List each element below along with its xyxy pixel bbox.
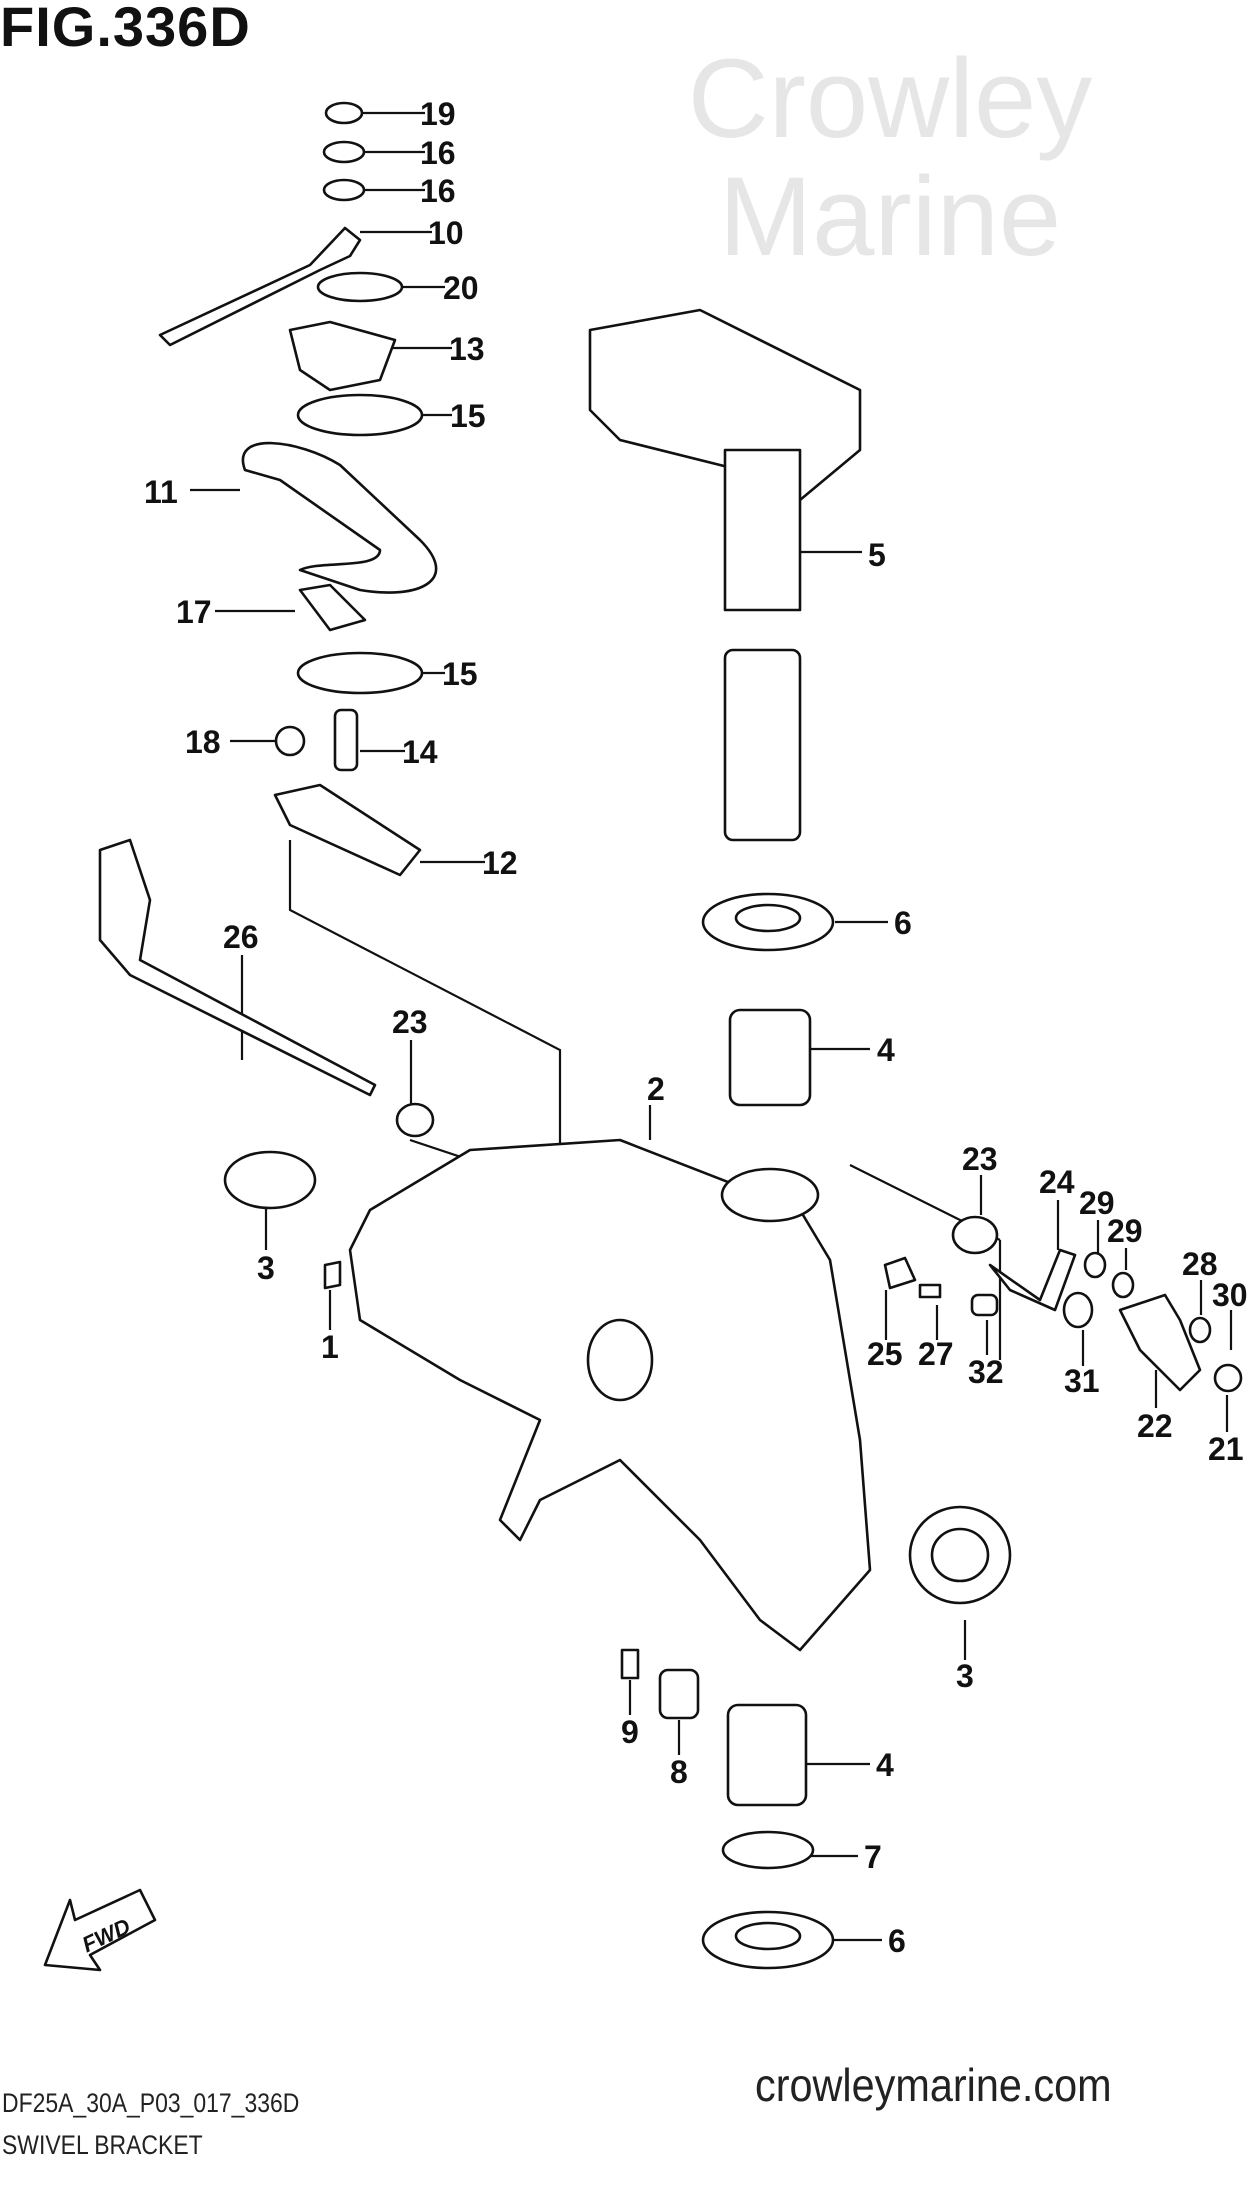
figure-title: FIG.336D (0, 0, 251, 58)
callouts: 19 16 16 10 20 13 15 11 5 17 15 18 14 12… (144, 96, 1248, 1959)
callout: 14 (402, 734, 438, 770)
callout: 4 (876, 1747, 894, 1783)
callout: 17 (176, 594, 212, 630)
callout: 3 (257, 1250, 275, 1286)
callout: 4 (877, 1032, 895, 1068)
callout: 2 (647, 1071, 665, 1107)
website-text: crowleymarine.com (755, 2059, 1112, 2111)
callout: 7 (864, 1839, 882, 1875)
fwd-arrow-icon: FWD (43, 1888, 157, 1972)
callout: 27 (918, 1336, 954, 1372)
callout: 24 (1039, 1164, 1075, 1200)
callout: 10 (428, 215, 464, 251)
diagram-name: SWIVEL BRACKET (2, 2130, 203, 2160)
callout: 20 (443, 270, 479, 306)
callout: 16 (420, 135, 456, 171)
callout: 23 (962, 1141, 998, 1177)
callout: 22 (1137, 1408, 1173, 1444)
callout: 8 (670, 1754, 688, 1790)
callout: 9 (621, 1714, 639, 1750)
callout: 30 (1212, 1277, 1248, 1313)
callout: 13 (449, 331, 485, 367)
callout: 15 (450, 398, 486, 434)
callout: 1 (321, 1329, 339, 1365)
callout: 15 (442, 656, 478, 692)
watermark: Crowley Marine (687, 36, 1093, 279)
callout: 21 (1208, 1431, 1244, 1467)
callout: 31 (1064, 1363, 1100, 1399)
callout: 29 (1079, 1185, 1115, 1221)
callout: 28 (1182, 1246, 1218, 1282)
diagram-code: DF25A_30A_P03_017_336D (2, 2088, 300, 2118)
callout: 6 (888, 1923, 906, 1959)
callout: 18 (185, 724, 221, 760)
callout: 12 (482, 845, 518, 881)
callout: 5 (868, 537, 886, 573)
callout: 29 (1107, 1213, 1143, 1249)
callout: 23 (392, 1004, 428, 1040)
part-shapes (98, 101, 1243, 1970)
callout: 6 (894, 905, 912, 941)
callout: 32 (968, 1354, 1004, 1390)
callout: 19 (420, 96, 456, 132)
callout: 16 (420, 173, 456, 209)
callout: 26 (223, 919, 259, 955)
callout: 11 (144, 474, 178, 510)
callout: 3 (956, 1658, 974, 1694)
callout: 25 (867, 1336, 903, 1372)
